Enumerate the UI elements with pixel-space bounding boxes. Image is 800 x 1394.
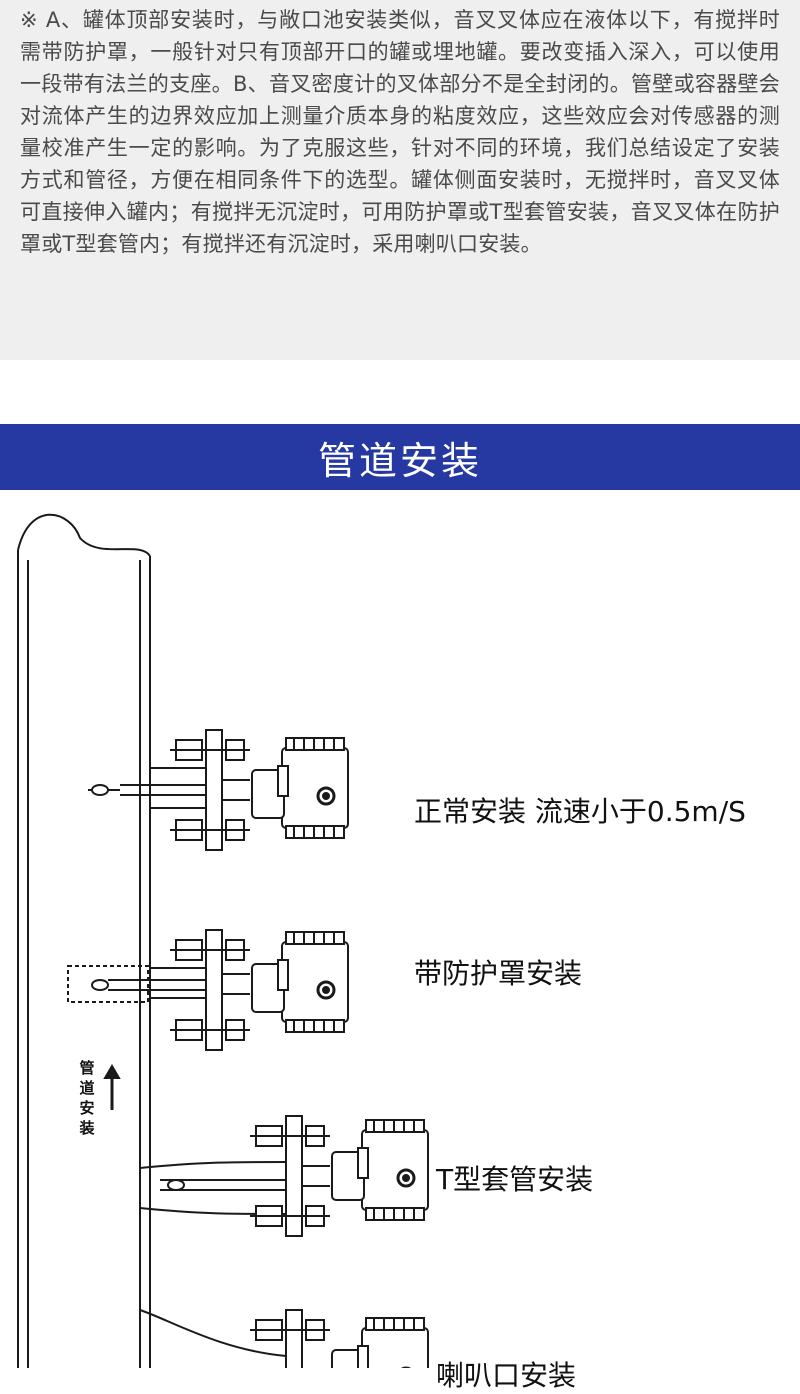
intro-panel: ※ A、罐体顶部安装时，与敞口池安装类似，音叉叉体应在液体以下，有搅拌时需带防护… xyxy=(0,0,800,360)
section-banner: 管道安装 xyxy=(0,424,800,490)
flow-direction-label: 管道安装 xyxy=(79,1059,95,1137)
pipe-installation-diagram: 正常安装 流速小于0.5m/S 带防护罩安装 T型套管安装 喇叭口安装 管道安装 xyxy=(0,490,800,1394)
label-horn-install: 喇叭口安装 xyxy=(436,1359,577,1392)
label-normal-install: 正常安装 流速小于0.5m/S xyxy=(414,795,746,828)
diagram-drawing xyxy=(17,513,430,1394)
intro-paragraph: ※ A、罐体顶部安装时，与敞口池安装类似，音叉叉体应在液体以下，有搅拌时需带防护… xyxy=(20,8,780,256)
label-tee-install: T型套管安装 xyxy=(436,1163,594,1196)
section-title: 管道安装 xyxy=(317,438,482,483)
label-guard-install: 带防护罩安装 xyxy=(414,957,583,990)
